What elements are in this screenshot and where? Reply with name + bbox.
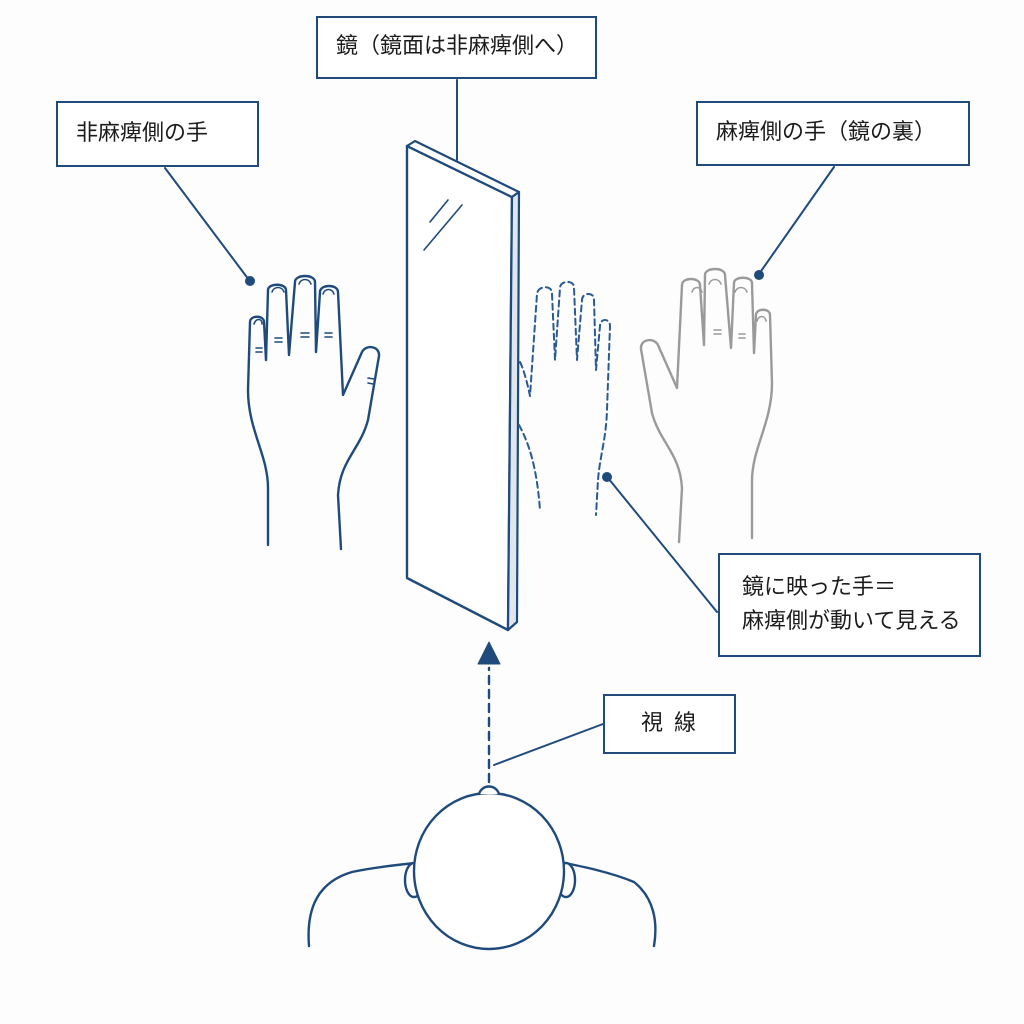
leader-dot-unaffected [245,276,255,286]
gaze-label: 視 線 [603,694,736,754]
unaffected-hand-label: 非麻痺側の手 [56,101,259,167]
leader-dots [245,270,764,482]
leader-affected-hand [758,166,835,275]
mirror-label: 鏡（鏡面は非麻痺側へ） [316,16,597,79]
reflection-label-line2: 麻痺側が動いて見える [742,609,961,634]
reflection-label-line1: 鏡に映った手＝ [742,574,897,600]
leader-reflection [607,477,718,613]
nose [477,785,501,796]
leader-unaffected-hand [164,167,250,281]
mirror-side-edge [506,190,521,632]
reflected-hand [518,281,611,516]
leader-dot-affected [754,270,764,280]
shoulders [307,860,657,948]
reflection-label: 鏡に映った手＝ 麻痺側が動いて見える [718,553,981,657]
leader-gaze [493,723,604,766]
mirror [405,139,521,632]
head [412,791,566,951]
unaffected-hand [246,274,381,551]
mirror-face [405,144,514,632]
arrow-up-icon [477,641,501,665]
gaze-arrow [477,641,501,784]
leader-dot-reflection [602,472,612,482]
unaffected-hand-label-text: 非麻痺側の手 [76,120,209,146]
mirror-label-text: 鏡（鏡面は非麻痺側へ） [336,34,579,60]
gaze-label-text: 視 線 [641,710,698,736]
leader-lines [164,79,835,766]
affected-hand-label: 麻痺側の手（鏡の裏） [696,101,970,166]
person-top-view [307,785,657,951]
affected-hand [639,267,774,544]
affected-hand-label-text: 麻痺側の手（鏡の裏） [716,120,937,146]
